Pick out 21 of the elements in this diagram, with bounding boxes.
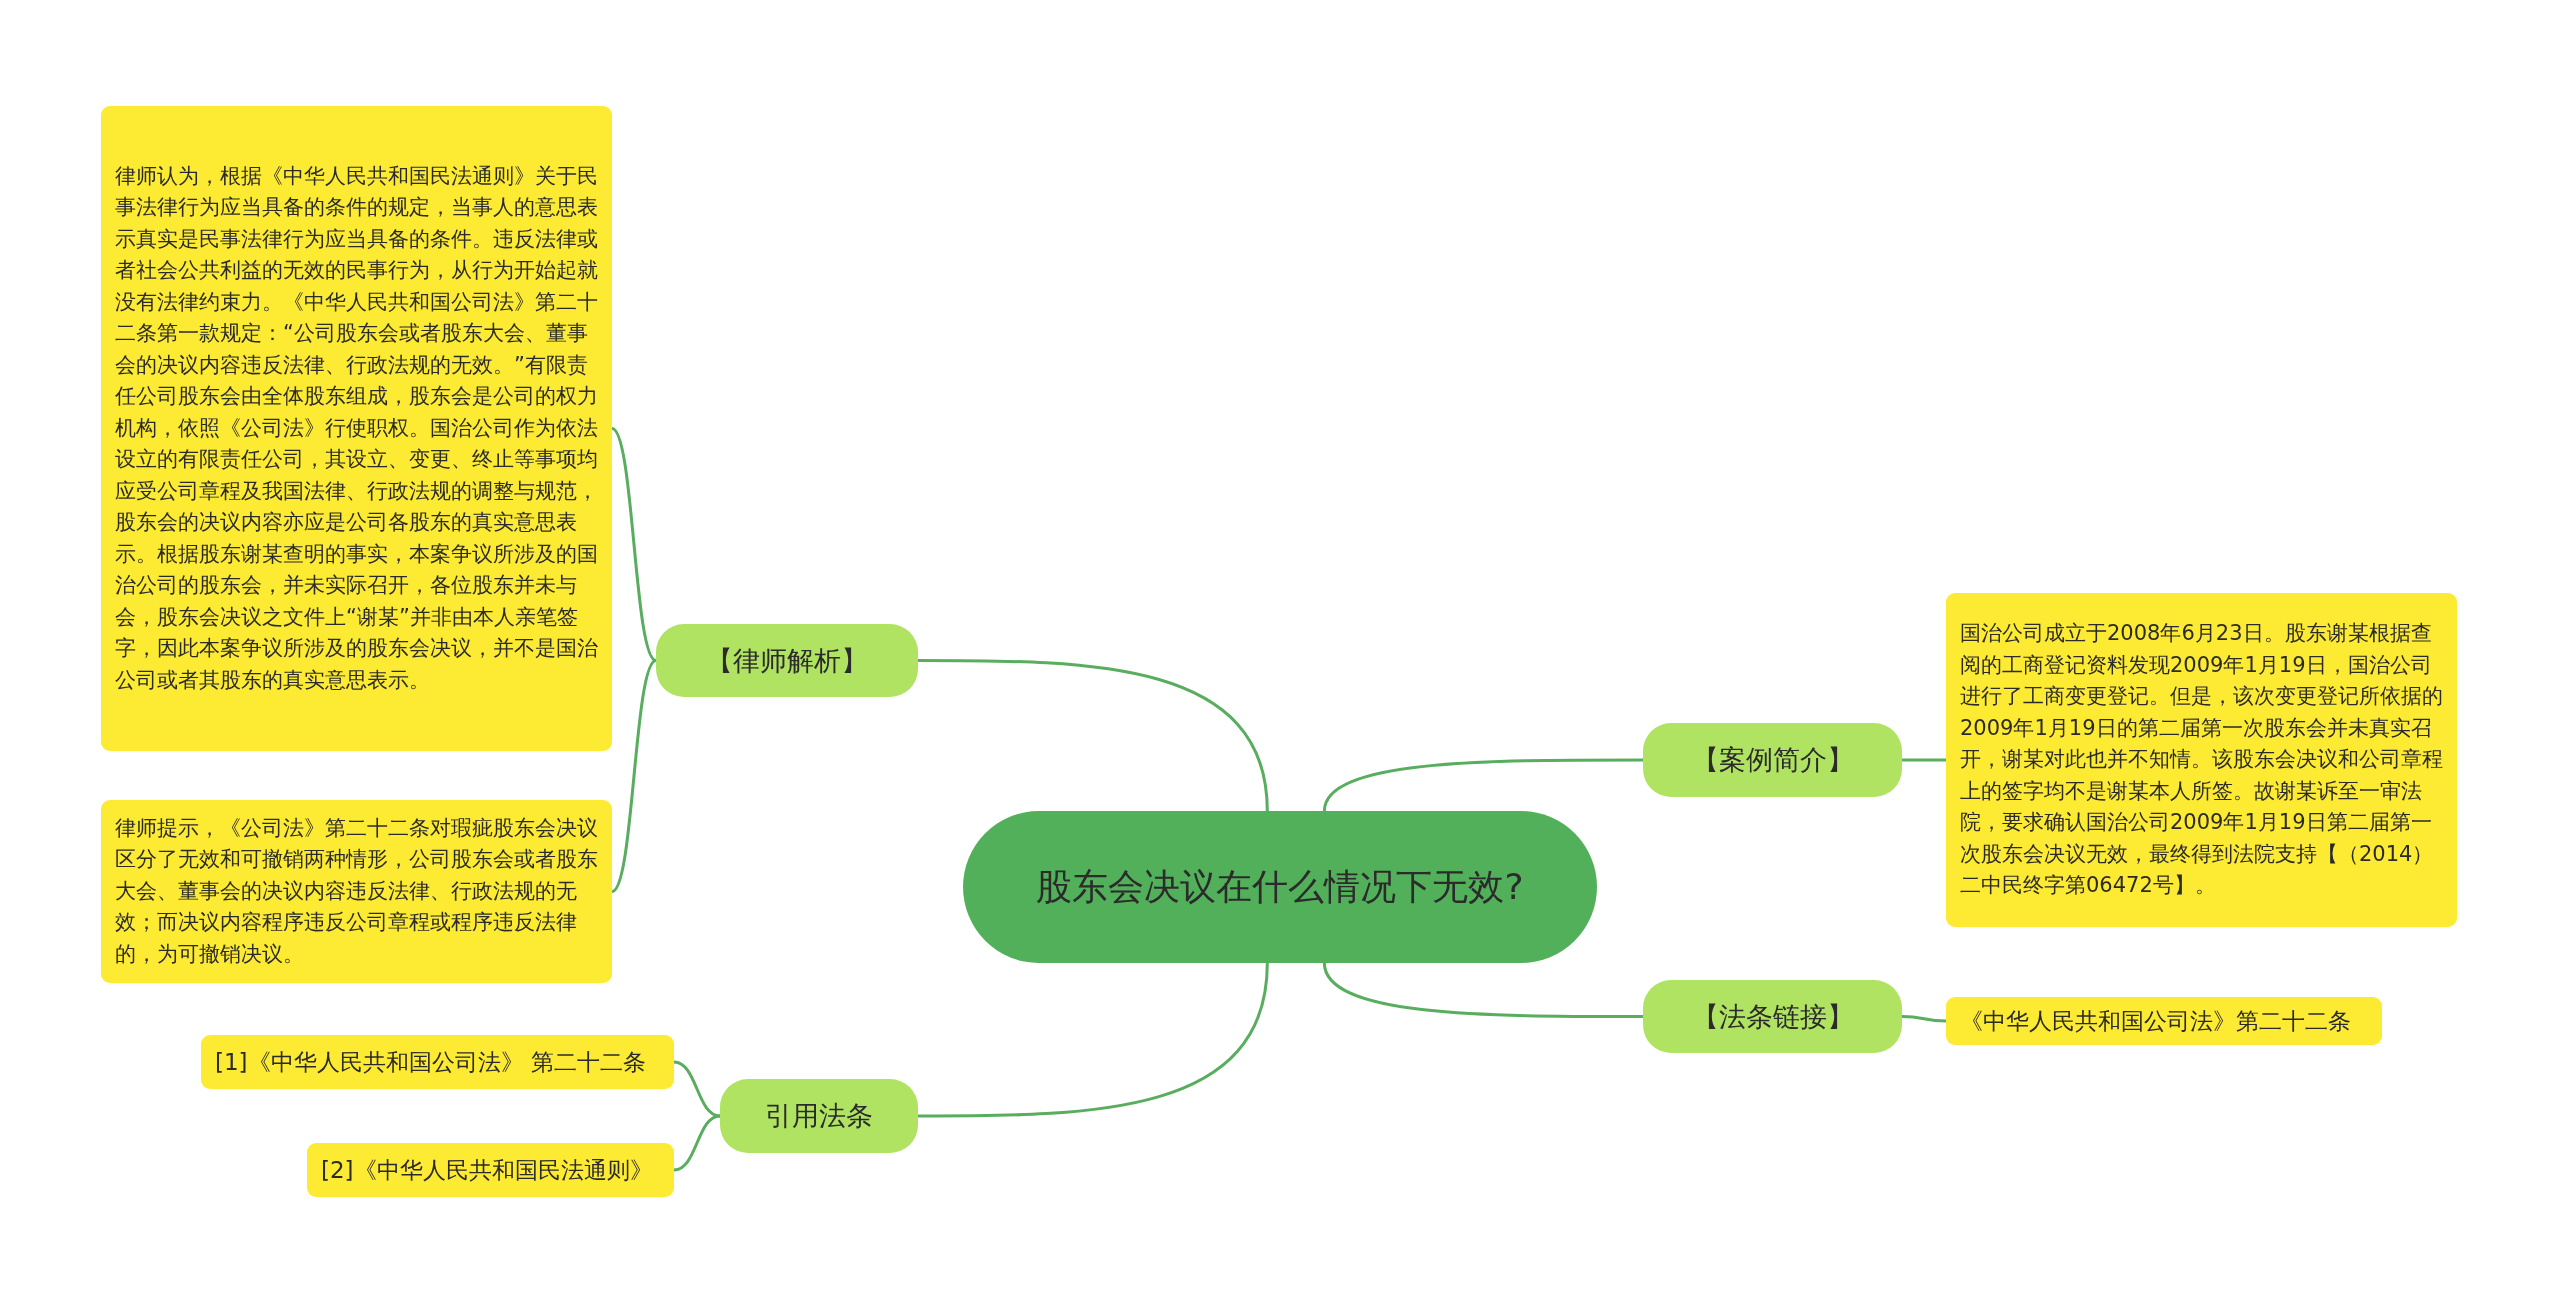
note-card: 律师提示，《公司法》第二十二条对瑕疵股东会决议区分了无效和可撤销两种情形，公司股东会或者股东大会、董事会的决议内容违反法律、行政法规的无效；而决议内容程序违反公司章程或程序违反法律的，为可撤销决议。: [101, 800, 612, 983]
connector-line: [918, 962, 1269, 1118]
connector-line: [1322, 758, 1643, 812]
connector-line: [1902, 758, 1946, 762]
branch-topic: 【案例简介】: [1643, 723, 1902, 797]
connector-line: [918, 659, 1269, 812]
branch-topic: 【法条链接】: [1643, 980, 1902, 1053]
connector-line: [611, 427, 657, 662]
connector-line: [673, 1114, 721, 1172]
reference-card: [1]《中华人民共和国公司法》 第二十二条: [201, 1035, 674, 1089]
note-card: 国治公司成立于2008年6月23日。股东谢某根据查阅的工商登记资料发现2009年1月19日，国治公司进行了工商变更登记。但是，该次变更登记所依据的2009年1月19日的第二届第一次股东会并未真实召开，谢某对此也并不知情。该股东会决议和公司章程上的签字均不是谢某本人所签。故谢某诉至一审法院，要求确认国治公司2009年1月19日第二届第一次股东会决议无效，最终得到法院支持【（2014）二中民终字第06472号】。: [1946, 593, 2457, 927]
branch-topic: 【律师解析】: [656, 624, 918, 697]
connector-line: [1322, 962, 1643, 1018]
reference-card: [2]《中华人民共和国民法通则》: [307, 1143, 674, 1197]
connector-line: [611, 659, 657, 893]
note-card: 律师认为，根据《中华人民共和国民法通则》关于民事法律行为应当具备的条件的规定，当事人的意思表示真实是民事法律行为应当具备的条件。违反法律或者社会公共利益的无效的民事行为，从行为开始起就没有法律约束力。《中华人民共和国公司法》第二十二条第一款规定：“公司股东会或者股东大会、董事会的决议内容违反法律、行政法规的无效。”有限责任公司股东会由全体股东组成，股东会是公司的权力机构，依照《公司法》行使职权。国治公司作为依法设立的有限责任公司，其设立、变更、终止等事项均应受公司章程及我国法律、行政法规的调整与规范，股东会的决议内容亦应是公司各股东的真实意思表示。根据股东谢某查明的事实，本案争议所涉及的国治公司的股东会，并未实际召开，各位股东并未与会，股东会决议之文件上“谢某”并非由本人亲笔签字，因此本案争议所涉及的股东会决议，并不是国治公司或者其股东的真实意思表示。: [101, 106, 612, 751]
branch-topic: 引用法条: [720, 1079, 918, 1153]
reference-card: 《中华人民共和国公司法》第二十二条: [1946, 997, 2382, 1045]
connector-line: [673, 1060, 721, 1118]
central-topic: 股东会决议在什么情况下无效?: [963, 811, 1597, 963]
connector-line: [1901, 1015, 1947, 1023]
